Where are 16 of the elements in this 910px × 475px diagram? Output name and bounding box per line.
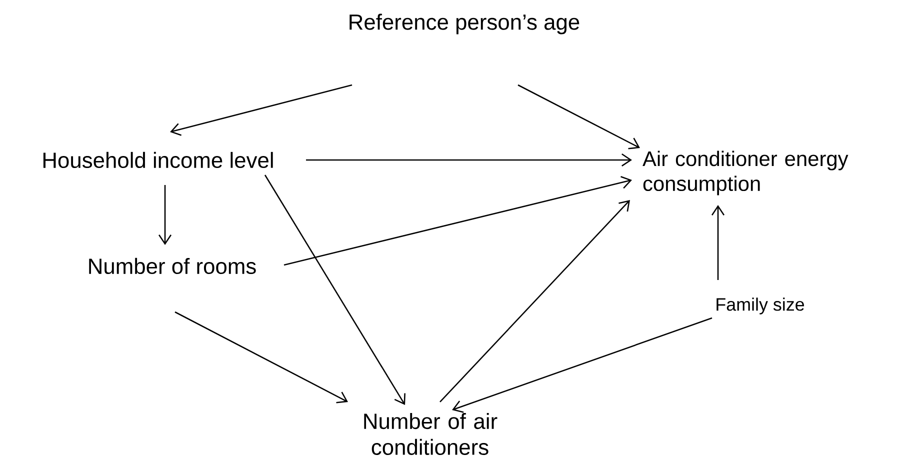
arrow xyxy=(440,200,630,402)
arrow xyxy=(264,174,406,405)
arrow xyxy=(452,317,712,413)
arrow xyxy=(306,153,632,166)
node-label: Household income level xyxy=(43,152,273,168)
node-label: Family size xyxy=(716,298,804,314)
arrow xyxy=(158,185,172,245)
node-label: Reference person’s age xyxy=(350,14,580,34)
node-label: Air conditioner energy consumption xyxy=(642,150,848,196)
arrow xyxy=(174,311,348,404)
arrow xyxy=(711,205,725,280)
node-label: Number of rooms xyxy=(89,258,256,274)
arrow xyxy=(518,84,640,150)
arrow xyxy=(284,176,632,266)
arrow xyxy=(170,84,352,136)
node-label: Number of air conditioners xyxy=(364,412,498,455)
